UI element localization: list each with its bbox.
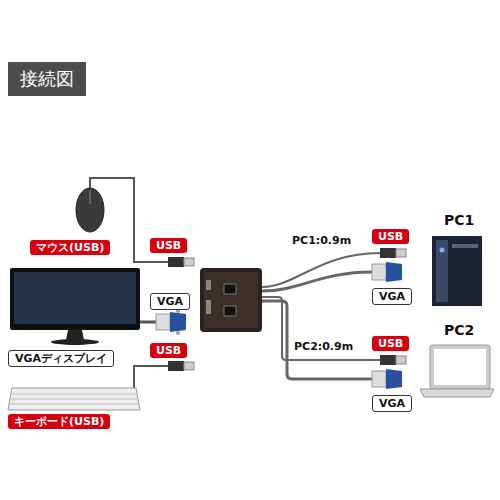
port-tag: USB — [150, 343, 187, 358]
tag-text: VGAディスプレイ — [15, 352, 107, 365]
vga-tag: VGA — [150, 293, 190, 310]
pc2-usb-cable — [262, 297, 380, 360]
port-tag: マウス(USB) — [30, 240, 110, 255]
port-tag: USB — [150, 238, 187, 253]
vga-tag: VGA — [372, 288, 412, 305]
mouse-wheel — [90, 190, 91, 204]
tag-text: VGA — [157, 295, 183, 308]
port-tag: USB — [372, 229, 409, 244]
kvm-button — [224, 306, 236, 316]
mouse-body — [76, 188, 104, 232]
tag-text: キーボード(USB) — [14, 415, 104, 428]
tag-text: USB — [378, 337, 403, 350]
vga-screw — [176, 331, 180, 335]
tag-text: VGA — [379, 397, 405, 410]
laptop-screen — [434, 349, 486, 385]
vga-cable — [140, 321, 156, 324]
keyboard-body — [8, 388, 140, 410]
usb-plug — [380, 355, 396, 365]
cable-length: PC2:0.9m — [292, 340, 355, 353]
usb-plug-tip — [396, 356, 406, 364]
usb-plug-tip — [184, 362, 194, 370]
kvm-button — [224, 284, 236, 294]
kvm-port — [206, 280, 211, 290]
monitor-bezel — [10, 268, 140, 330]
port-tag: USB — [372, 336, 409, 351]
usb-plug — [168, 257, 184, 267]
vga-plug — [372, 371, 386, 387]
usb-plug — [168, 361, 184, 371]
title-box: 接続図 — [8, 62, 86, 96]
vga-connector — [170, 312, 186, 332]
vga-connector — [386, 262, 402, 282]
monitor-screen — [14, 272, 136, 324]
pc2-vga-cable — [262, 301, 372, 379]
tag-text: USB — [156, 344, 181, 357]
pc-drive-slot — [452, 244, 478, 248]
monitor-stand — [66, 330, 84, 340]
tag-text: VGA — [379, 290, 405, 303]
tag-text: マウス(USB) — [36, 241, 104, 254]
kvm-switch — [200, 268, 262, 332]
keyboard-keys — [10, 394, 139, 404]
pc-power-button — [440, 248, 445, 253]
port-tag: キーボード(USB) — [8, 414, 110, 429]
kvm-front — [204, 272, 258, 328]
pc1-usb-cable — [262, 253, 380, 287]
title-text: 接続図 — [20, 68, 74, 90]
vga-plug — [156, 314, 170, 330]
pc1-vga-cable — [262, 272, 372, 291]
usb-plug — [380, 248, 396, 258]
vga-plug — [372, 264, 386, 280]
kvm-port — [206, 300, 211, 314]
device-tag: VGAディスプレイ — [8, 350, 114, 367]
vga-connector — [386, 369, 402, 389]
device-name: PC2 — [442, 322, 476, 339]
laptop-lid — [430, 345, 490, 389]
pc-tower — [432, 236, 482, 306]
device-name: PC1 — [442, 212, 476, 229]
usb-plug-tip — [396, 249, 406, 257]
laptop-base — [420, 389, 494, 397]
cable-length: PC1:0.9m — [290, 234, 353, 247]
vga-tag: VGA — [372, 395, 412, 412]
pc-front-panel — [436, 240, 448, 302]
usb-plug-tip — [184, 258, 194, 266]
keyboard-cable — [134, 366, 168, 388]
tag-text: USB — [378, 230, 403, 243]
monitor-base — [51, 339, 99, 345]
tag-text: USB — [156, 239, 181, 252]
